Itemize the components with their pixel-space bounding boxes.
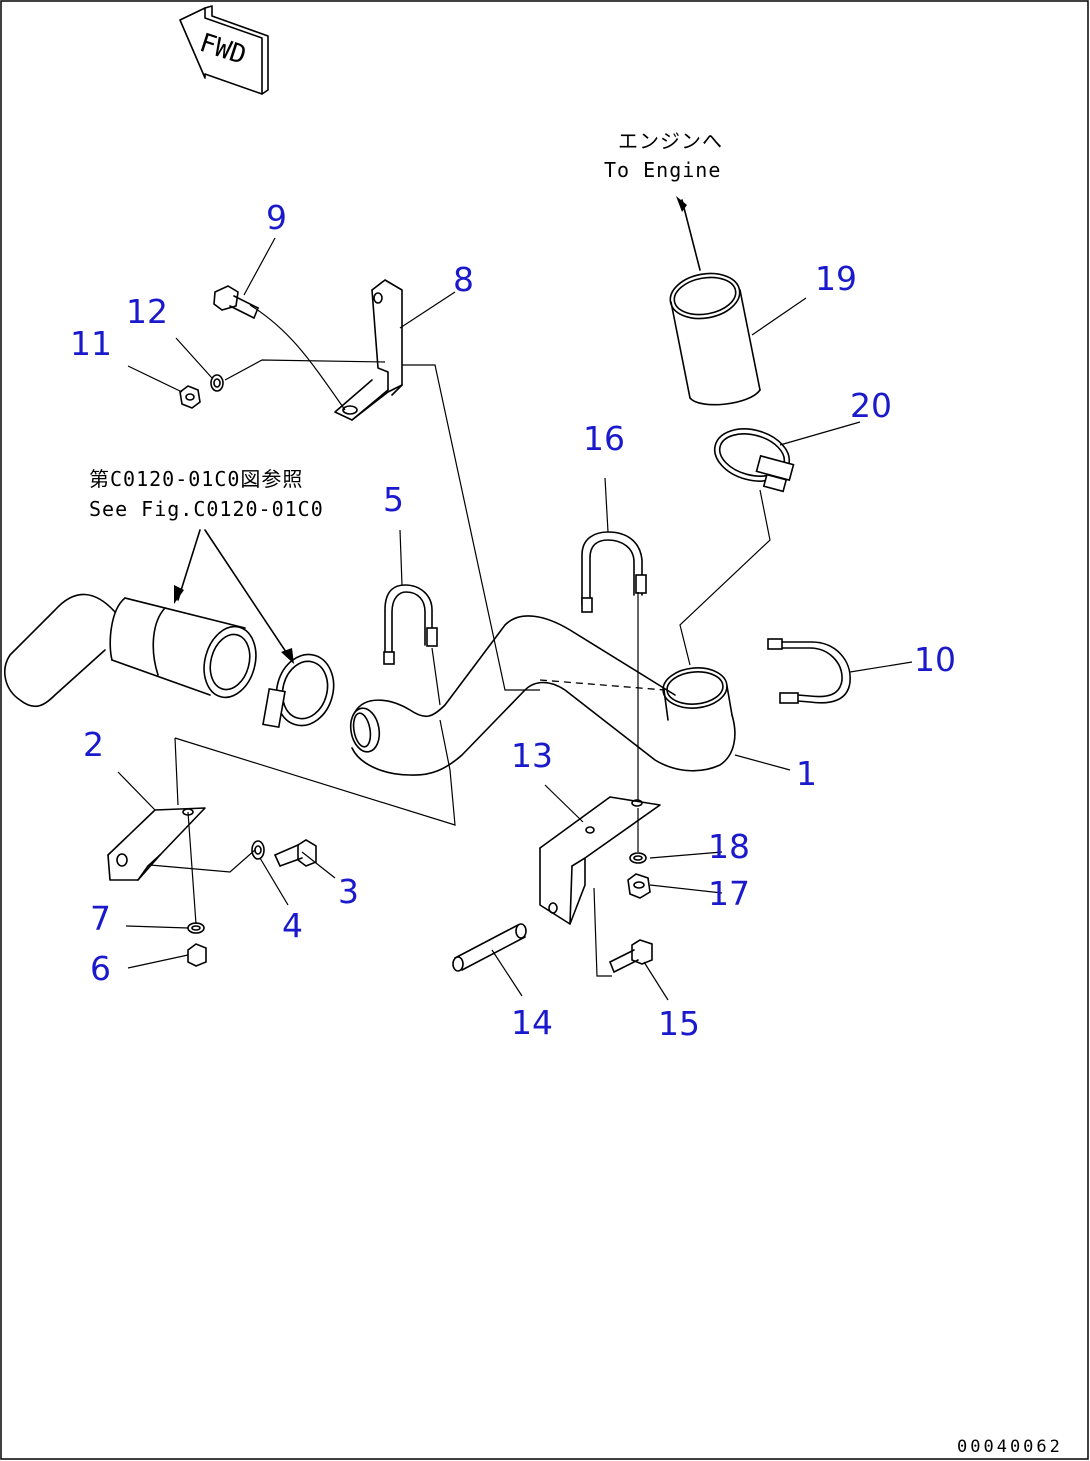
part-9-bolt (213, 285, 259, 319)
part-19-hose (669, 272, 761, 406)
callout-5: 5 (383, 480, 404, 519)
note-see-fig-en: See Fig.C0120-01C0 (89, 497, 324, 521)
callout-11: 11 (70, 324, 112, 363)
drawing-number: 00040062 (957, 1437, 1063, 1457)
callout-1: 1 (796, 754, 817, 793)
part-1-tube (349, 615, 736, 776)
callout-2: 2 (83, 725, 104, 764)
callout-10: 10 (914, 640, 956, 679)
part-20-clamp (713, 428, 795, 493)
part-6-nut (187, 943, 207, 967)
upstream-clamp (262, 653, 335, 729)
fwd-arrow-icon: FWD (179, 5, 269, 95)
callout-7: 7 (90, 899, 111, 938)
note-see-fig-jp: 第C0120-01C0図参照 (89, 467, 303, 491)
part-18-washer (629, 852, 647, 864)
callout-labels: 1 2 3 4 5 6 7 8 9 10 11 12 13 14 15 16 1… (70, 198, 956, 1043)
see-fig-arrows-icon (174, 529, 294, 664)
fwd-label: FWD (196, 28, 250, 71)
part-12-washer (210, 374, 224, 392)
part-5-u-bolt (383, 584, 438, 665)
part-8-bracket (334, 279, 403, 421)
callout-16: 16 (583, 419, 625, 458)
to-engine-arrow-icon (676, 196, 701, 271)
callout-9: 9 (266, 198, 287, 237)
part-10-u-bolt (767, 638, 851, 704)
callout-19: 19 (815, 259, 857, 298)
note-to-engine-jp: エンジンへ (618, 129, 723, 153)
callout-13: 13 (511, 736, 553, 775)
callout-6: 6 (90, 949, 111, 988)
part-14-pipe (452, 923, 527, 972)
assembly-lines (149, 304, 771, 977)
callout-14: 14 (511, 1003, 553, 1042)
part-3-bolt (274, 839, 317, 867)
callout-4: 4 (282, 906, 303, 945)
part-11-nut (179, 385, 201, 409)
callout-18: 18 (708, 827, 750, 866)
note-to-engine-en: To Engine (604, 158, 721, 182)
callout-20: 20 (850, 386, 892, 425)
part-15-bolt (609, 939, 653, 973)
part-13-bracket (539, 796, 661, 925)
part-4-washer (251, 840, 265, 860)
callout-3: 3 (338, 872, 359, 911)
callout-17: 17 (708, 874, 750, 913)
part-16-u-bolt (581, 531, 647, 613)
part-17-nut (627, 873, 651, 899)
part-7-washer (187, 922, 205, 934)
callout-8: 8 (453, 260, 474, 299)
leader-lines (117, 237, 913, 1001)
callout-12: 12 (126, 292, 168, 331)
part-2-bracket (107, 807, 206, 881)
callout-15: 15 (658, 1004, 700, 1043)
upstream-hose (4, 593, 257, 708)
